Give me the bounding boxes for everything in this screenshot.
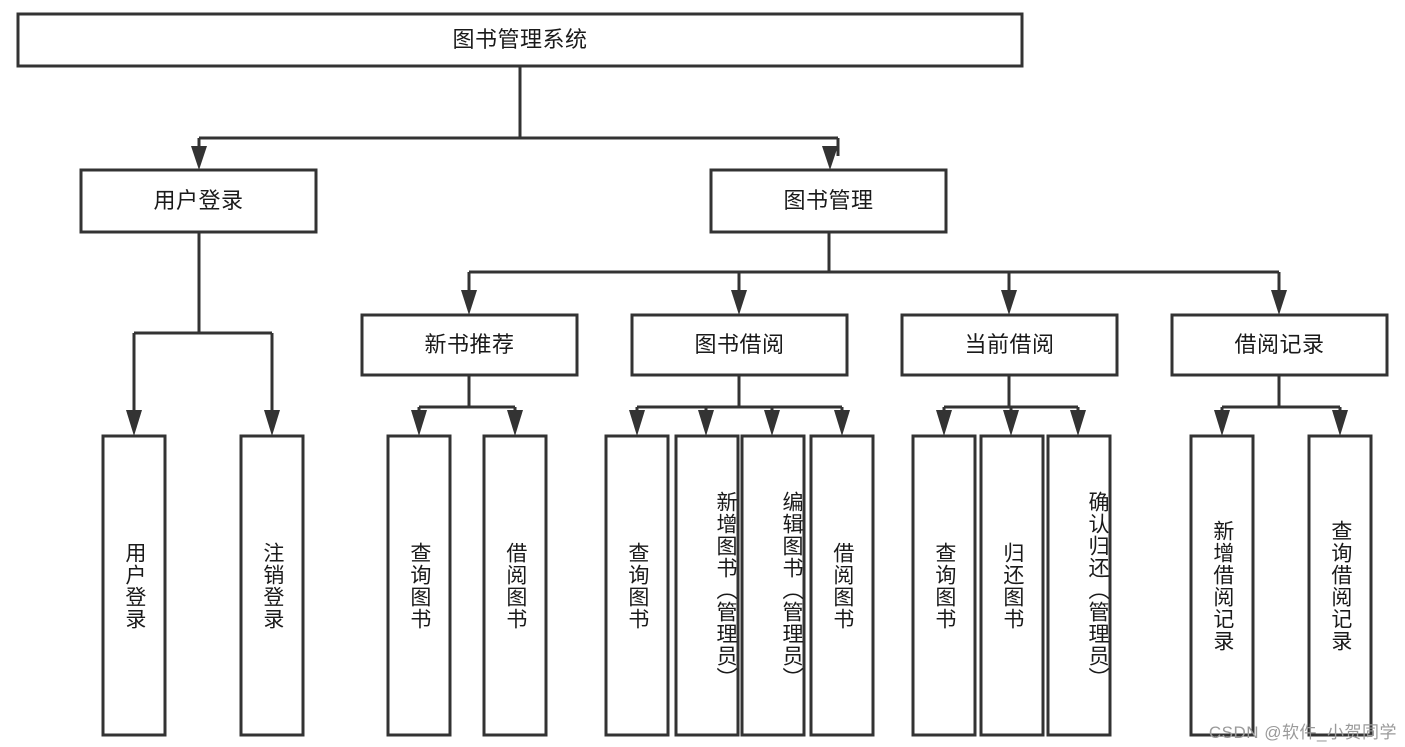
edge-group-record (1214, 375, 1348, 436)
node-box-user-login[interactable] (79, 168, 318, 234)
arrowhead-user-login (191, 146, 207, 170)
node-box-current[interactable] (900, 313, 1119, 377)
node-box-leaf-query-book-c[interactable] (911, 434, 977, 737)
node-box-record[interactable] (1170, 313, 1389, 377)
edge-group-user-login (126, 232, 280, 436)
edge-group-new-book (411, 375, 523, 436)
arrowhead-leaf-edit-book (764, 410, 780, 436)
arrowhead-leaf-query-book-a (411, 410, 427, 436)
arrowhead-leaf-add-record (1214, 410, 1230, 436)
arrowhead-leaf-add-book (698, 410, 714, 436)
node-box-leaf-return-book[interactable] (979, 434, 1045, 737)
edge-group-borrow (629, 375, 850, 436)
arrowhead-leaf-query-book-c (936, 410, 952, 436)
edge-group-book-manage (461, 232, 1287, 315)
node-box-leaf-confirm-return[interactable] (1046, 434, 1112, 737)
node-box-leaf-borrow-book-b[interactable] (809, 434, 875, 737)
arrowhead-current (1001, 290, 1017, 315)
node-box-leaf-edit-book[interactable] (740, 434, 806, 737)
node-box-leaf-user-login[interactable] (101, 434, 167, 737)
node-box-leaf-logout[interactable] (239, 434, 305, 737)
node-box-new-book[interactable] (360, 313, 579, 377)
arrowhead-leaf-borrow-book-a (507, 410, 523, 436)
arrowhead-leaf-return-book (1003, 410, 1019, 436)
arrowhead-record (1271, 290, 1287, 315)
arrowhead-leaf-confirm-return (1070, 410, 1086, 436)
arrowhead-leaf-query-book-b (629, 410, 645, 436)
arrowhead-leaf-user-login (126, 410, 142, 436)
arrowhead-new-book (461, 290, 477, 315)
node-box-leaf-add-record[interactable] (1189, 434, 1255, 737)
node-box-leaf-add-book[interactable] (674, 434, 740, 737)
arrowhead-borrow (731, 290, 747, 315)
csdn-watermark: CSDN @软件_小贺同学 (1208, 723, 1397, 742)
arrowhead-leaf-logout (264, 410, 280, 436)
arrowhead-book-manage (822, 146, 838, 170)
node-box-leaf-query-book-a[interactable] (386, 434, 452, 737)
edge-group-root (191, 66, 840, 170)
arrowhead-leaf-query-record (1332, 410, 1348, 436)
node-box-root[interactable] (16, 12, 1024, 68)
node-box-book-manage[interactable] (709, 168, 948, 234)
node-box-borrow[interactable] (630, 313, 849, 377)
edge-group-current (936, 375, 1086, 436)
node-box-leaf-borrow-book-a[interactable] (482, 434, 548, 737)
arrowhead-leaf-borrow-book-b (834, 410, 850, 436)
node-box-leaf-query-record[interactable] (1307, 434, 1373, 737)
node-box-leaf-query-book-b[interactable] (604, 434, 670, 737)
